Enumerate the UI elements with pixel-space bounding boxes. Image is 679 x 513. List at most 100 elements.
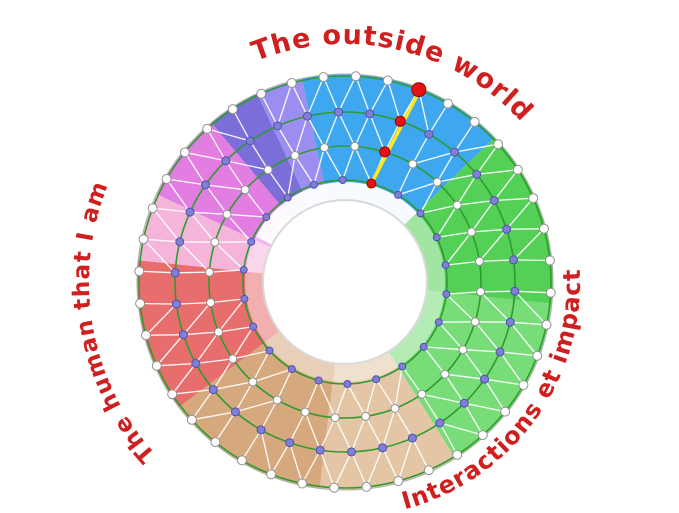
white-node[interactable] [467,227,476,237]
white-node[interactable] [319,143,329,153]
white-node[interactable] [135,298,146,309]
purple-node[interactable] [314,376,323,385]
purple-node[interactable] [495,347,505,357]
purple-node[interactable] [398,362,407,371]
white-node[interactable] [350,141,360,151]
purple-node[interactable] [309,180,318,189]
selected-node[interactable] [411,82,427,98]
white-node[interactable] [518,380,529,390]
white-node[interactable] [134,266,145,277]
white-node[interactable] [390,404,400,413]
purple-node[interactable] [372,375,381,384]
white-node[interactable] [440,369,450,379]
white-node[interactable] [202,123,213,134]
white-node[interactable] [240,185,250,195]
purple-node[interactable] [265,346,274,355]
purple-node[interactable] [480,374,489,384]
white-node[interactable] [237,455,247,466]
white-node[interactable] [330,413,340,423]
purple-node[interactable] [201,180,210,190]
selected-node[interactable] [394,115,406,127]
white-node[interactable] [179,147,190,158]
purple-node[interactable] [365,109,375,119]
white-node[interactable] [206,298,216,308]
purple-node[interactable] [338,176,347,184]
purple-node[interactable] [459,398,469,408]
purple-node[interactable] [273,121,283,131]
purple-node[interactable] [230,407,240,417]
white-node[interactable] [408,159,418,169]
white-node[interactable] [286,78,297,88]
purple-node[interactable] [434,318,443,327]
purple-node[interactable] [509,255,519,265]
white-node[interactable] [382,75,393,86]
white-node[interactable] [458,345,468,355]
white-node[interactable] [350,71,361,82]
white-node[interactable] [186,414,197,425]
white-node[interactable] [545,287,556,298]
white-node[interactable] [423,465,434,476]
sector-green-lower[interactable] [388,290,552,459]
purple-node[interactable] [432,233,441,242]
purple-node[interactable] [510,286,520,296]
sector-pink[interactable] [138,194,271,274]
purple-node[interactable] [347,447,356,457]
purple-node[interactable] [472,169,482,179]
white-node[interactable] [272,395,282,405]
white-node[interactable] [290,151,300,160]
purple-node[interactable] [221,156,231,166]
white-node[interactable] [266,469,277,480]
white-node[interactable] [361,411,371,421]
purple-node[interactable] [256,425,266,435]
purple-node[interactable] [435,418,445,428]
white-node[interactable] [500,406,511,417]
white-node[interactable] [210,437,221,448]
white-node[interactable] [493,139,504,150]
white-node[interactable] [256,88,267,99]
white-node[interactable] [452,449,463,460]
white-node[interactable] [541,319,552,330]
white-node[interactable] [228,354,238,364]
purple-node[interactable] [424,129,434,139]
purple-node[interactable] [416,209,425,218]
white-node[interactable] [248,377,258,387]
purple-node[interactable] [283,193,292,202]
purple-node[interactable] [407,433,417,443]
purple-node[interactable] [441,261,450,270]
white-node[interactable] [393,476,404,486]
white-node[interactable] [263,165,273,175]
purple-node[interactable] [247,237,256,246]
sector-purple-light[interactable] [257,78,328,208]
white-node[interactable] [227,104,238,115]
white-node[interactable] [329,482,340,493]
white-node[interactable] [147,203,158,214]
purple-node[interactable] [208,385,218,395]
white-node[interactable] [432,177,442,187]
purple-node[interactable] [394,190,403,199]
purple-node[interactable] [378,443,388,453]
white-node[interactable] [544,255,555,266]
selected-node[interactable] [379,146,391,158]
white-node[interactable] [300,407,310,417]
purple-node[interactable] [442,290,451,299]
white-node[interactable] [214,327,223,337]
purple-node[interactable] [287,365,296,374]
purple-node[interactable] [262,213,271,222]
white-node[interactable] [417,389,427,399]
selected-node[interactable] [366,178,377,189]
white-node[interactable] [476,287,486,297]
white-node[interactable] [470,317,480,327]
white-node[interactable] [141,330,151,341]
white-node[interactable] [161,174,172,184]
white-node[interactable] [210,237,220,247]
purple-node[interactable] [315,445,325,455]
purple-node[interactable] [505,317,515,327]
purple-node[interactable] [185,207,195,217]
purple-node[interactable] [191,359,201,368]
purple-node[interactable] [302,111,312,121]
white-node[interactable] [469,116,480,127]
purple-node[interactable] [175,237,185,247]
white-node[interactable] [452,200,462,210]
white-node[interactable] [204,267,214,277]
purple-node[interactable] [450,147,460,157]
